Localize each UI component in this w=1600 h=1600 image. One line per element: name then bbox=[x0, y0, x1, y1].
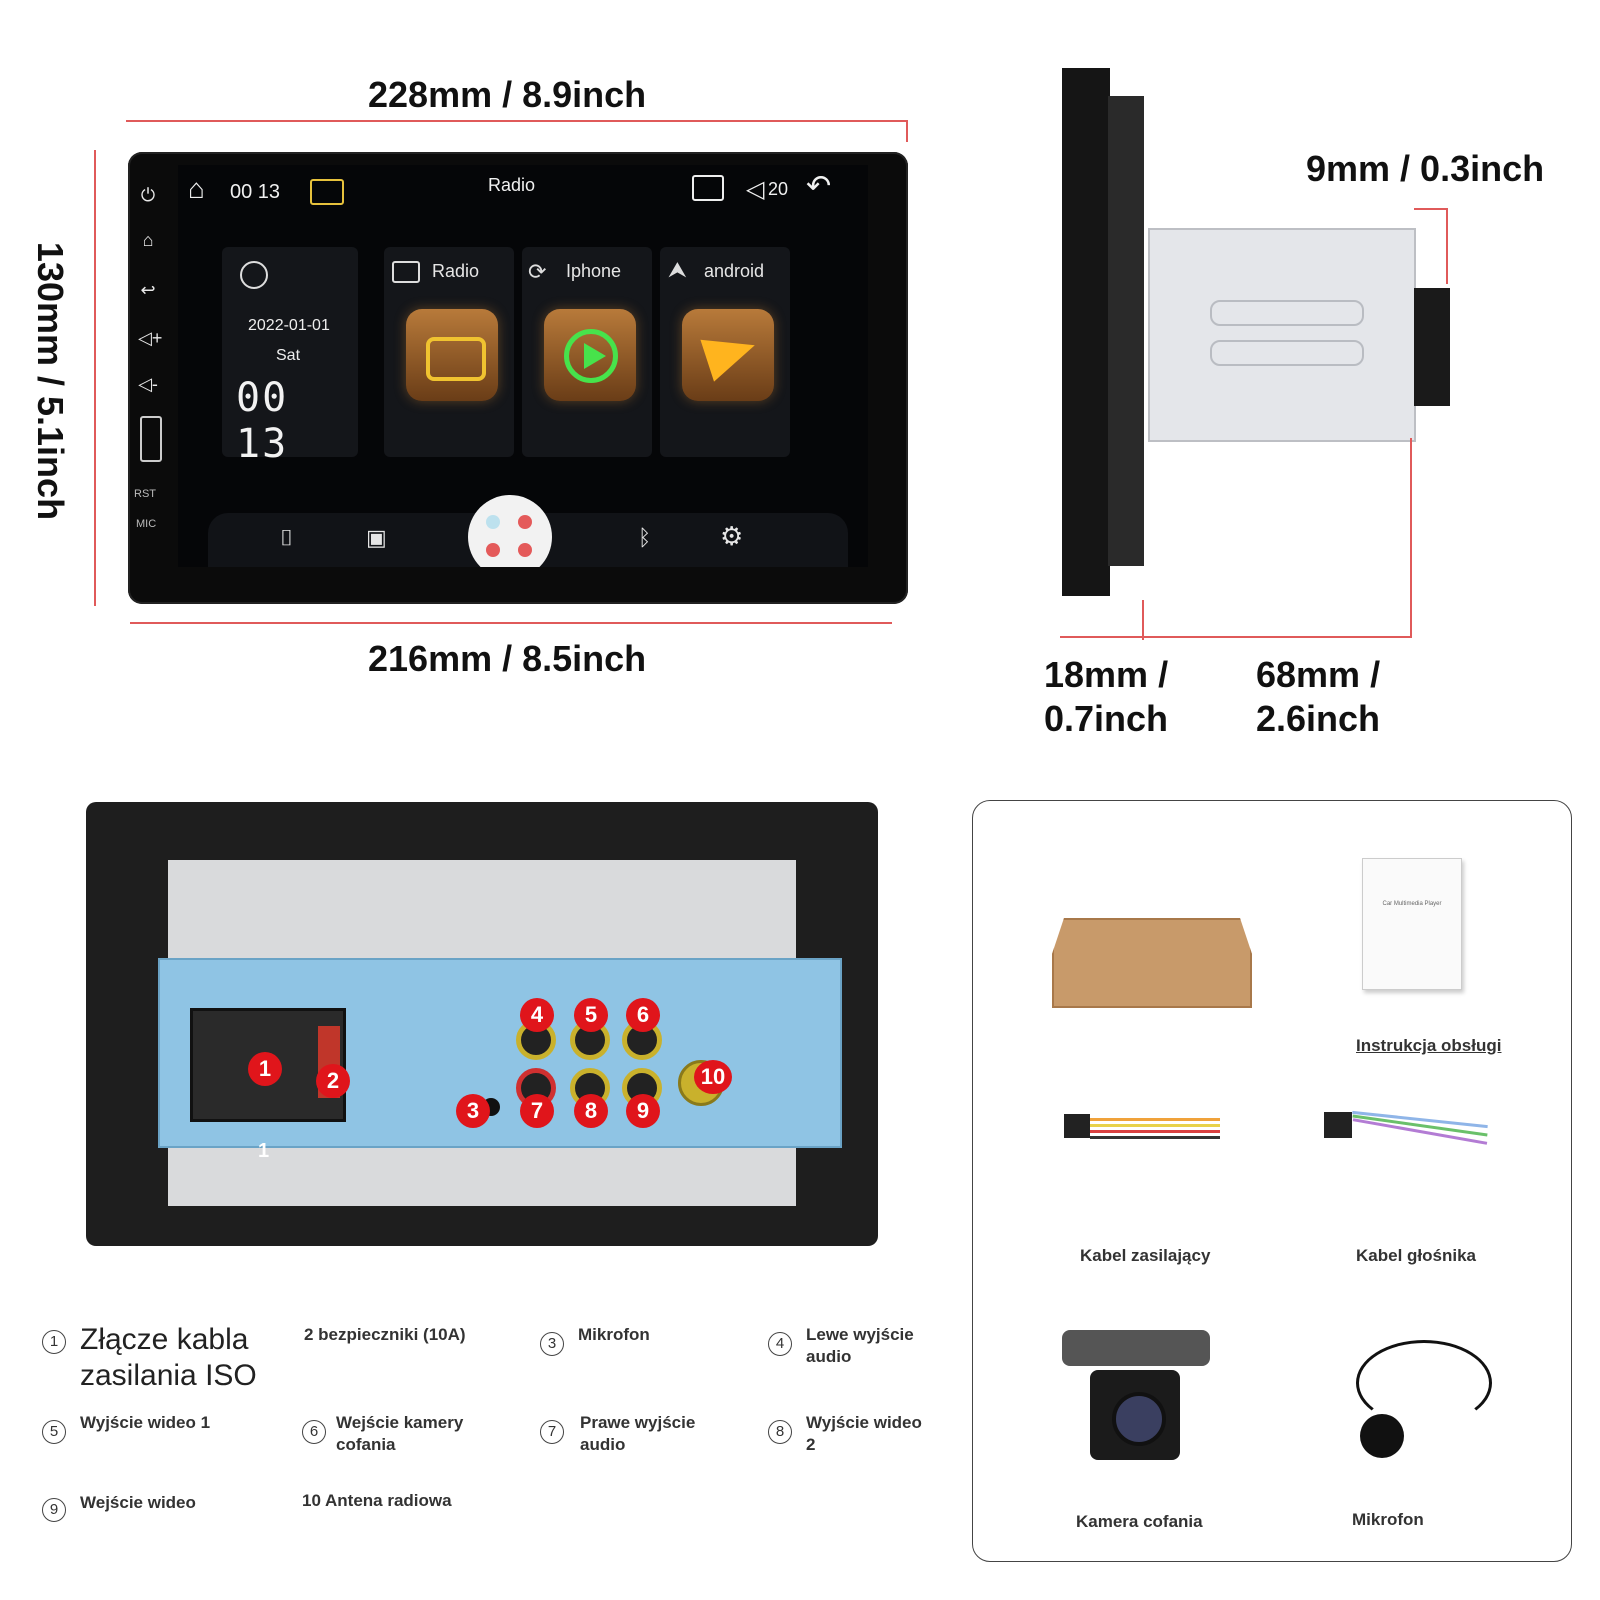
side-view-faceplate bbox=[1062, 68, 1110, 596]
battery-icon bbox=[310, 179, 344, 205]
legend-number-1: 1 bbox=[42, 1330, 66, 1354]
connector-badge-2: 2 bbox=[316, 1064, 350, 1098]
sd-card-icon[interactable]: ▣ bbox=[366, 525, 387, 550]
volume-up-icon[interactable]: ◁+ bbox=[138, 328, 163, 348]
tile-label: android bbox=[704, 261, 765, 281]
screen-mirror-icon[interactable] bbox=[692, 175, 724, 201]
package-label-manual: Instrukcja obsługi bbox=[1356, 1036, 1502, 1055]
dimension-depth-body-2: 2.6inch bbox=[1256, 698, 1381, 739]
legend-item-5: Wyjście wideo 1 bbox=[80, 1413, 211, 1432]
package-label-microphone: Mikrofon bbox=[1352, 1510, 1424, 1529]
usb-port-icon bbox=[140, 416, 162, 462]
dimension-depth-front-1: 18mm / bbox=[1044, 654, 1169, 695]
power-cable-image bbox=[1064, 1108, 1224, 1156]
speaker-cable-image bbox=[1324, 1108, 1492, 1156]
legend-item-10: 10 Antena radiowa bbox=[302, 1491, 452, 1510]
legend-item-6: Wejście kamery cofania bbox=[336, 1413, 464, 1454]
tile-label: Iphone bbox=[566, 261, 622, 281]
power-icon[interactable]: ⏻ bbox=[140, 185, 156, 205]
connector-badge-5: 5 bbox=[574, 998, 608, 1032]
rst-label[interactable]: RST bbox=[134, 488, 156, 500]
legend-item-7: Prawe wyjście audio bbox=[580, 1413, 696, 1454]
legend-item-9: Wejście wideo bbox=[80, 1493, 196, 1512]
legend-item-3: Mikrofon bbox=[578, 1325, 650, 1344]
legend-number-4: 4 bbox=[768, 1332, 792, 1356]
legend-number-3: 3 bbox=[540, 1332, 564, 1356]
dimension-depth-front-2: 0.7inch bbox=[1044, 698, 1169, 739]
legend-item-2: 2 bezpieczniki (10A) bbox=[304, 1325, 466, 1344]
legend-number-5: 5 bbox=[42, 1420, 66, 1444]
connector-badge-7: 7 bbox=[520, 1094, 554, 1128]
carplay-icon[interactable] bbox=[544, 309, 636, 401]
usb-icon[interactable]: ⌷ bbox=[280, 525, 294, 550]
carplay-small-icon: ⟳ bbox=[528, 259, 547, 284]
navigation-icon[interactable] bbox=[682, 309, 774, 401]
connector-badge-9: 9 bbox=[626, 1094, 660, 1128]
manual-cover-text: Car Multimedia Player bbox=[1382, 901, 1442, 907]
tile-android[interactable]: ⮝ android bbox=[660, 247, 790, 457]
package-label-power-cable: Kabel zasilający bbox=[1080, 1246, 1211, 1265]
legend-item-8: Wyjście wideo 2 bbox=[806, 1413, 922, 1454]
microphone-image bbox=[1346, 1330, 1496, 1460]
tile-iphone[interactable]: ⟳ Iphone bbox=[522, 247, 652, 457]
connector-badge-4: 4 bbox=[520, 998, 554, 1032]
tile-radio[interactable]: Radio bbox=[384, 247, 514, 457]
tile-label: Radio bbox=[432, 261, 480, 281]
connector-badge-1: 1 bbox=[248, 1052, 282, 1086]
volume-level: 20 bbox=[768, 179, 789, 199]
dimension-line-bottom bbox=[130, 622, 892, 624]
legend-number-8: 8 bbox=[768, 1420, 792, 1444]
legend-number-9: 9 bbox=[42, 1498, 66, 1522]
status-time: 00 13 bbox=[230, 181, 281, 203]
connector-badge-3: 3 bbox=[456, 1094, 490, 1128]
touch-screen[interactable]: ⌂ 00 13 Radio ◁ 20 ↶ 2022-01-01 Sat 00 1… bbox=[178, 165, 868, 567]
day-text: Sat bbox=[276, 347, 301, 364]
screen-title: Radio bbox=[488, 175, 536, 195]
volume-down-icon[interactable]: ◁- bbox=[138, 374, 158, 394]
date-text: 2022-01-01 bbox=[248, 317, 330, 334]
connector-badge-8: 8 bbox=[574, 1094, 608, 1128]
clock-icon bbox=[240, 261, 268, 289]
mic-label: MIC bbox=[136, 518, 157, 530]
home-icon[interactable]: ⌂ bbox=[188, 173, 205, 204]
radio-icon[interactable] bbox=[406, 309, 498, 401]
android-small-icon: ⮝ bbox=[668, 257, 687, 282]
side-view-chassis bbox=[1148, 228, 1416, 442]
dimension-depth-small: 9mm / 0.3inch bbox=[1306, 148, 1545, 189]
package-label-camera: Kamera cofania bbox=[1076, 1512, 1203, 1531]
connector-badge-10: 10 bbox=[694, 1060, 732, 1094]
connector-badge-6: 6 bbox=[626, 998, 660, 1032]
dimension-depth-body-1: 68mm / bbox=[1256, 654, 1381, 695]
dimension-width-top: 228mm / 8.9inch bbox=[368, 74, 647, 115]
legend-number-6: 6 bbox=[302, 1420, 326, 1444]
back-arrow-icon[interactable]: ↶ bbox=[806, 170, 832, 203]
legend-item-1: Złącze kabla zasilania ISO bbox=[80, 1323, 257, 1392]
cardboard-box-image bbox=[1052, 918, 1252, 1008]
clock-widget[interactable]: 2022-01-01 Sat 00 13 bbox=[222, 247, 358, 467]
dimension-width-bottom: 216mm / 8.5inch bbox=[368, 638, 647, 679]
side-view-connector bbox=[1414, 288, 1450, 406]
dimension-line-left bbox=[94, 150, 96, 606]
dimension-height-left: 130mm / 5.1inch bbox=[30, 241, 71, 521]
backup-camera-image bbox=[1062, 1330, 1210, 1470]
manual-image: Car Multimedia Player bbox=[1362, 858, 1462, 990]
bluetooth-icon[interactable]: ᛒ bbox=[638, 525, 652, 550]
legend-number-7: 7 bbox=[540, 1420, 564, 1444]
speaker-icon[interactable]: ◁ bbox=[746, 176, 765, 203]
settings-gear-icon[interactable]: ⚙ bbox=[720, 521, 744, 551]
radio-small-icon bbox=[392, 261, 420, 283]
package-label-speaker-cable: Kabel głośnika bbox=[1356, 1246, 1476, 1265]
panel-mark: 1 bbox=[258, 1140, 270, 1162]
back-side-icon[interactable]: ↩ bbox=[140, 280, 156, 300]
apps-menu-button[interactable] bbox=[468, 495, 552, 567]
legend-item-4: Lewe wyjście audio bbox=[806, 1325, 914, 1366]
digital-clock: 00 13 bbox=[236, 375, 289, 467]
home-side-icon[interactable]: ⌂ bbox=[142, 230, 154, 250]
dimension-line-top bbox=[126, 120, 908, 122]
